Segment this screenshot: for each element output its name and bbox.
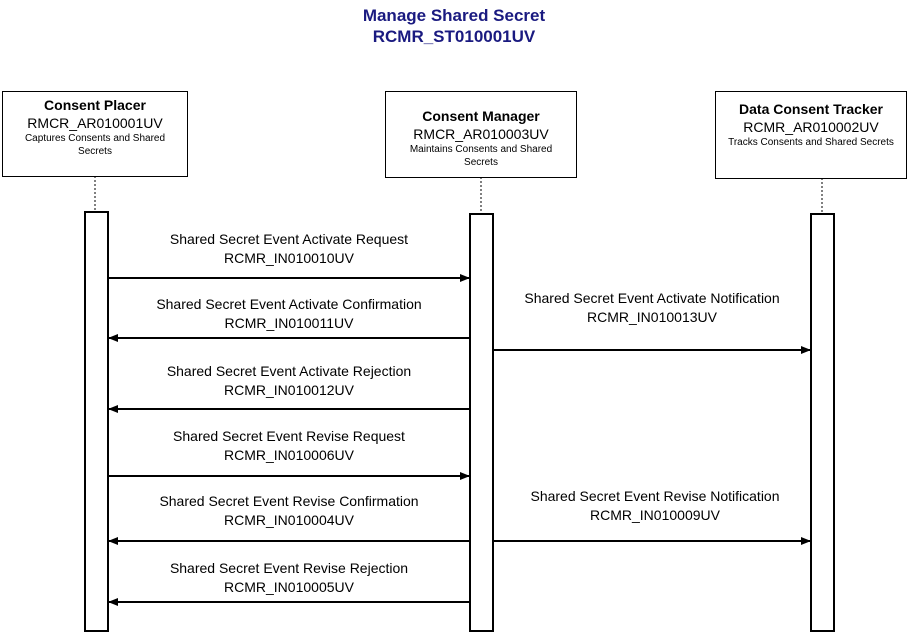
message-revise-notification: Shared Secret Event Revise Notification … <box>493 487 817 525</box>
message-code: RCMR_IN010010UV <box>224 250 354 266</box>
actor-description: Captures Consents and Shared Secrets <box>24 133 166 157</box>
message-code: RCMR_IN010013UV <box>587 309 717 325</box>
message-code: RCMR_IN010011UV <box>224 315 354 331</box>
message-code: RCMR_IN010006UV <box>224 447 354 463</box>
actor-name: Consent Placer <box>44 97 146 113</box>
actor-name: Consent Manager <box>422 108 540 124</box>
actor-code: RMCR_AR010001UV <box>27 115 163 131</box>
message-activate-confirmation: Shared Secret Event Activate Confirmatio… <box>108 295 470 333</box>
message-activate-notification: Shared Secret Event Activate Notificatio… <box>493 289 811 327</box>
message-label: Shared Secret Event Activate Notificatio… <box>524 290 780 306</box>
diagram-title: Manage Shared Secret <box>362 6 546 25</box>
message-code: RCMR_IN010009UV <box>590 507 720 523</box>
message-label: Shared Secret Event Revise Rejection <box>169 560 409 576</box>
message-label: Shared Secret Event Revise Notification <box>530 488 780 504</box>
activation-bar-data-consent-tracker <box>810 213 835 632</box>
message-activate-request: Shared Secret Event Activate Request RCM… <box>108 230 470 268</box>
message-label: Shared Secret Event Revise Request <box>173 428 405 444</box>
actor-data-consent-tracker: Data Consent Tracker RCMR_AR010002UV Tra… <box>715 91 907 179</box>
actor-consent-manager: Consent Manager RMCR_AR010003UV Maintain… <box>385 91 577 178</box>
actor-code: RMCR_AR010003UV <box>413 126 549 142</box>
message-label: Shared Secret Event Activate Request <box>169 231 409 247</box>
actor-description: Maintains Consents and Shared Secrets <box>409 144 553 168</box>
diagram-subtitle: RCMR_ST010001UV <box>372 27 536 46</box>
actor-name: Data Consent Tracker <box>739 101 883 117</box>
actor-consent-placer: Consent Placer RMCR_AR010001UV Captures … <box>2 91 188 177</box>
activation-bar-consent-manager <box>469 213 494 632</box>
message-code: RCMR_IN010012UV <box>224 382 354 398</box>
message-revise-confirmation: Shared Secret Event Revise Confirmation … <box>108 492 470 530</box>
message-code: RCMR_IN010004UV <box>224 512 354 528</box>
message-revise-request: Shared Secret Event Revise Request RCMR_… <box>108 427 470 465</box>
message-label: Shared Secret Event Revise Confirmation <box>159 493 419 509</box>
message-label: Shared Secret Event Activate Confirmatio… <box>156 296 422 312</box>
actor-description: Tracks Consents and Shared Secrets <box>728 137 894 148</box>
message-revise-rejection: Shared Secret Event Revise Rejection RCM… <box>108 559 470 597</box>
message-label: Shared Secret Event Activate Rejection <box>166 363 412 379</box>
activation-bar-consent-placer <box>84 211 109 632</box>
message-activate-rejection: Shared Secret Event Activate Rejection R… <box>108 362 470 400</box>
actor-code: RCMR_AR010002UV <box>743 119 879 135</box>
message-code: RCMR_IN010005UV <box>224 579 354 595</box>
